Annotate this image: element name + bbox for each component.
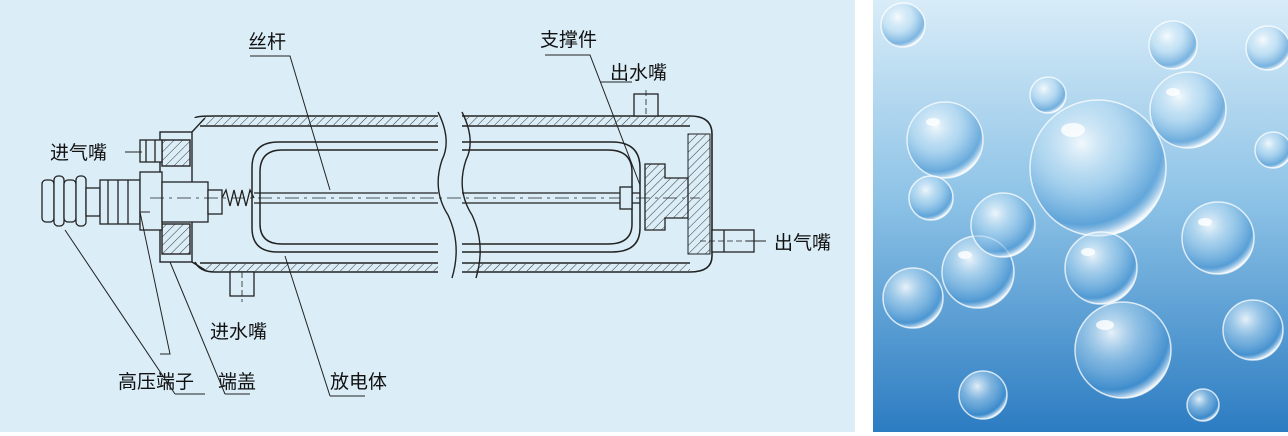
label-hv-terminal: 高压端子 (118, 371, 194, 393)
label-end-cap: 端盖 (218, 371, 256, 393)
shell-hatch (205, 117, 711, 271)
ozone-generator-diagram: 丝杆 支撑件 出水嘴 进气嘴 出气嘴 进水嘴 高压端子 端盖 放电体 (0, 0, 855, 432)
label-gas-inlet: 进气嘴 (50, 142, 107, 164)
label-support: 支撑件 (540, 29, 597, 51)
hv-terminal (41, 171, 223, 231)
label-water-outlet: 出水嘴 (610, 62, 667, 84)
label-screw-rod: 丝杆 (248, 31, 286, 53)
label-gas-outlet: 出气嘴 (774, 232, 831, 254)
label-water-inlet: 进水嘴 (210, 321, 267, 343)
water-outlet-nozzle (633, 90, 659, 117)
spring (221, 188, 255, 207)
label-discharge-body: 放电体 (330, 371, 387, 393)
support-piece (644, 163, 689, 231)
bubble-highlights (926, 88, 1212, 330)
bubbles-photo (873, 0, 1288, 432)
leader-lines (64, 54, 766, 397)
water-inlet-nozzle (229, 271, 255, 302)
screw-rod-shape (150, 186, 700, 210)
gas-inlet-nozzle (139, 139, 163, 163)
outer-shell (194, 111, 713, 279)
